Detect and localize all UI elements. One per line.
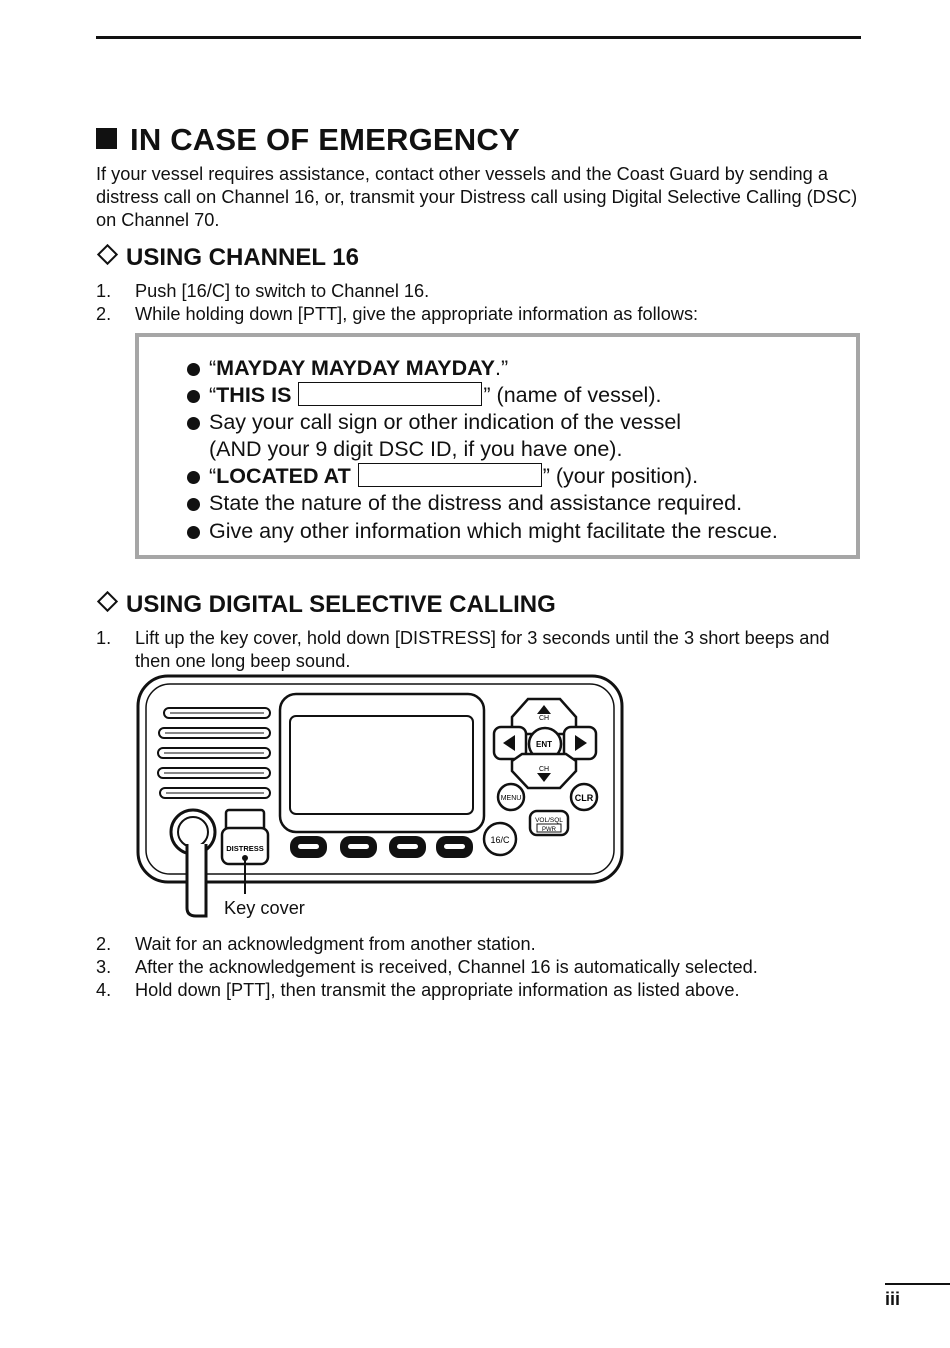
page-heading-text: IN CASE OF EMERGENCY [130, 122, 520, 157]
bullet-icon [187, 390, 200, 404]
bullet-icon [187, 417, 200, 431]
section-heading-channel-16: USING CHANNEL 16 [96, 243, 359, 272]
list-item: 3. After the acknowledgement is received,… [96, 956, 866, 979]
section-heading-dsc: USING DIGITAL SELECTIVE CALLING [96, 590, 556, 619]
step-text: Hold down [PTT], then transmit the appro… [135, 980, 740, 1000]
list-item: Give any other information which might f… [187, 518, 778, 545]
ch16-button[interactable] [482, 821, 518, 857]
step-text: Lift up the key cover, hold down [DISTRE… [135, 628, 830, 671]
display-screen [289, 715, 474, 815]
bullet-icon [187, 525, 200, 539]
ch-up-label: CH [539, 715, 549, 722]
left-arrow-icon [503, 735, 515, 751]
step-number: 1. [96, 628, 112, 648]
soft-keys[interactable] [290, 836, 473, 858]
step-number: 3. [96, 957, 112, 977]
step-number: 1. [96, 281, 112, 301]
footer-rule [885, 1283, 950, 1285]
position-blank [357, 463, 542, 488]
ch-down-arrow-icon [537, 773, 551, 782]
ch-down-label: CH [539, 766, 549, 773]
page-heading: IN CASE OF EMERGENCY [96, 122, 520, 158]
square-bullet-icon [96, 128, 117, 149]
diamond-bullet-icon [96, 243, 119, 266]
list-item: 2. While holding down [PTT], give the app… [96, 303, 866, 326]
menu-label: MENU [501, 795, 522, 802]
dsc-steps-after: 2. Wait for an acknowledgment from anothe… [96, 933, 866, 1002]
step-number: 4. [96, 980, 112, 1000]
step-text: After the acknowledgement is received, C… [135, 957, 758, 977]
clr-button[interactable] [569, 782, 599, 812]
step-text: While holding down [PTT], give the appro… [135, 304, 699, 324]
list-item: 2. Wait for an acknowledgment from anothe… [96, 933, 866, 956]
section-heading-text: USING CHANNEL 16 [126, 244, 359, 271]
page-number: iii [885, 1289, 901, 1309]
list-item: 1. Lift up the key cover, hold down [DIST… [96, 627, 866, 673]
clr-label: CLR [575, 793, 594, 803]
bullet-icon [187, 363, 200, 376]
list-item: “THIS IS ” (name of vessel). [187, 382, 778, 409]
list-item: Say your call sign or other indication o… [187, 409, 778, 436]
vol-sql-label: VOL/SQL [535, 817, 563, 824]
bullet-icon [187, 498, 200, 512]
located-at-text: LOCATED AT [216, 464, 351, 489]
list-item: “MAYDAY MAYDAY MAYDAY.” [187, 355, 778, 382]
ch16-label: 16/C [490, 835, 510, 845]
step-number: 2. [96, 934, 112, 954]
section-heading-text: USING DIGITAL SELECTIVE CALLING [126, 591, 556, 618]
step-text: Wait for an acknowledgment from another … [135, 934, 536, 954]
list-item: “LOCATED AT ” (your position). [187, 463, 778, 490]
radio-bezel [145, 683, 615, 875]
channel-16-steps: 1. Push [16/C] to switch to Channel 16. 2… [96, 280, 866, 326]
this-is-text: THIS IS [216, 383, 292, 408]
top-rule [96, 36, 861, 39]
distress-label: DISTRESS [226, 844, 264, 853]
bullet-icon [187, 471, 200, 485]
pwr-label: PWR [542, 827, 557, 833]
ch-up-arrow-icon [537, 705, 551, 714]
distress-message-list: “MAYDAY MAYDAY MAYDAY.” “THIS IS ” (name… [187, 355, 778, 545]
radio-front-panel-illustration: CH ENT CH MENU CLR VOL/SQL PWR 16/C DIST… [136, 674, 624, 918]
ent-label: ENT [536, 740, 552, 749]
vessel-name-blank [298, 382, 483, 407]
step-number: 2. [96, 304, 112, 324]
intro-paragraph: If your vessel requires assistance, cont… [96, 164, 858, 230]
list-item: 1. Push [16/C] to switch to Channel 16. [96, 280, 866, 303]
dsc-step-1: 1. Lift up the key cover, hold down [DIST… [96, 627, 866, 673]
key-cover-label: Key cover [224, 898, 305, 918]
diamond-bullet-icon [96, 590, 119, 613]
list-item-continuation: (AND your 9 digit DSC ID, if you have on… [209, 437, 623, 462]
list-item: 4. Hold down [PTT], then transmit the app… [96, 979, 866, 1002]
mayday-text: MAYDAY MAYDAY MAYDAY [216, 356, 496, 380]
menu-button[interactable] [496, 782, 526, 812]
mic-cable [185, 844, 208, 918]
list-item: State the nature of the distress and ass… [187, 490, 778, 517]
distress-message-box: “MAYDAY MAYDAY MAYDAY.” “THIS IS ” (name… [135, 333, 860, 559]
right-arrow-icon [575, 735, 587, 751]
step-text: Push [16/C] to switch to Channel 16. [135, 281, 430, 301]
cursor-pad [492, 697, 598, 790]
